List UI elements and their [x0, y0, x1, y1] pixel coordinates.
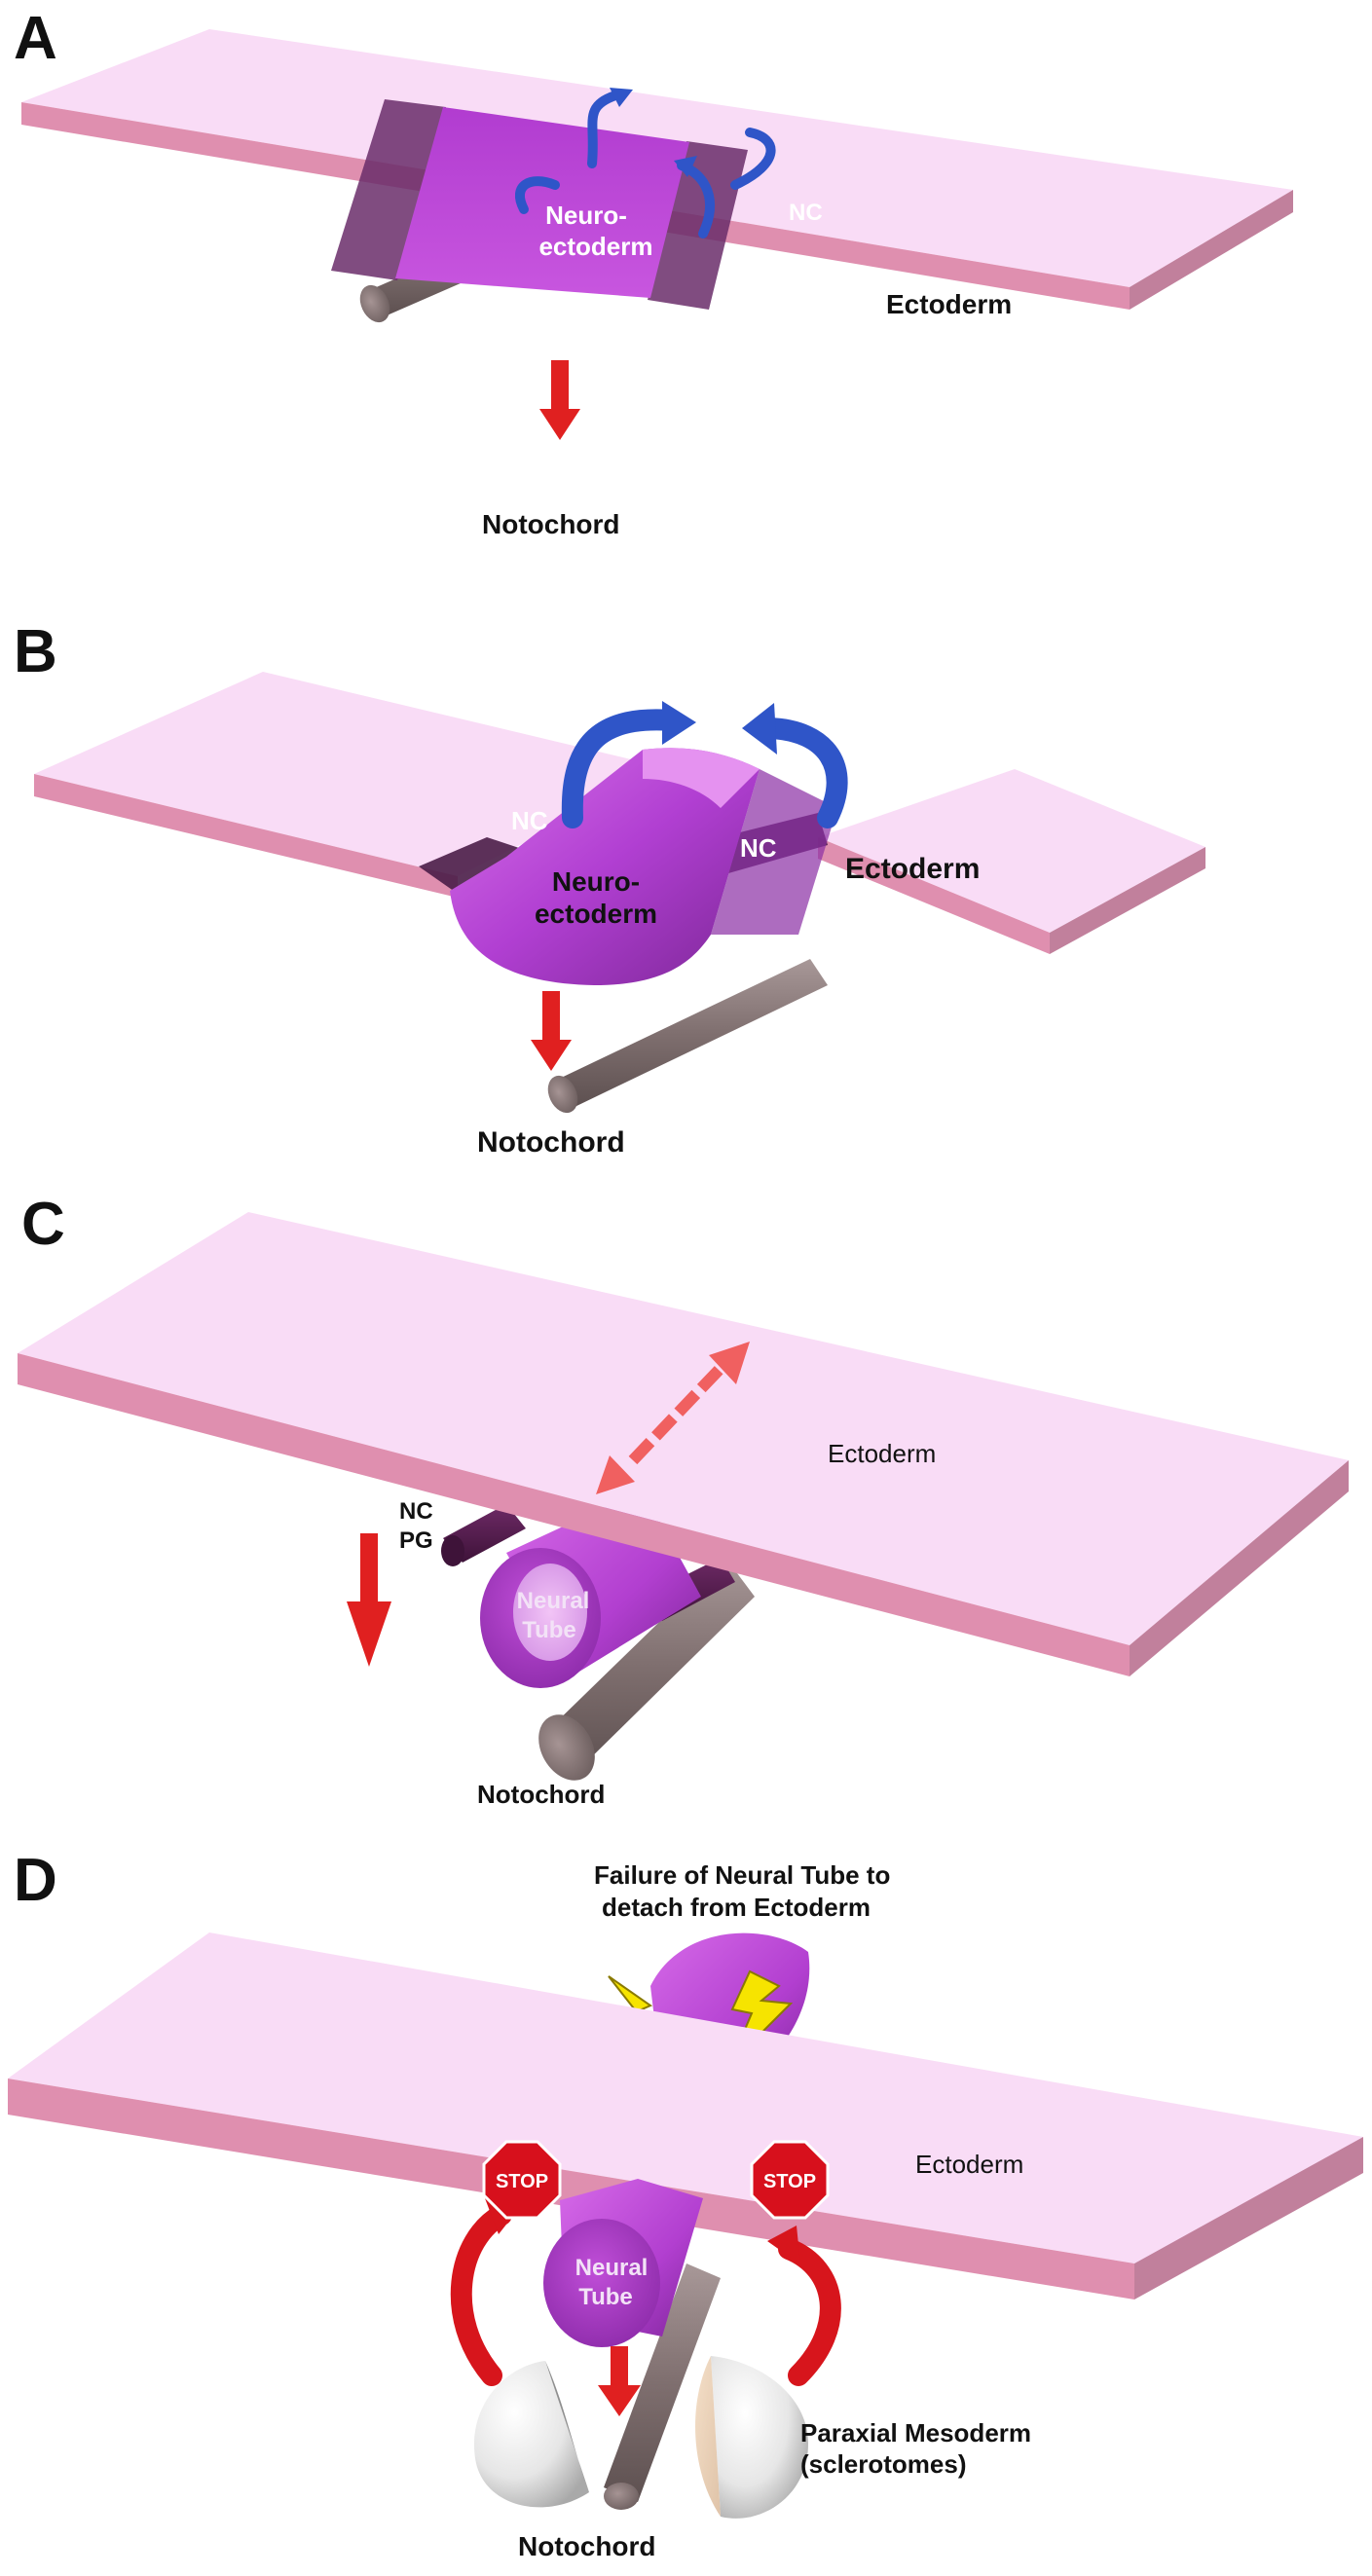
panel-b: B [14, 618, 1205, 1159]
movement-arrow-down [347, 1533, 391, 1667]
failure-label-line1: Failure of Neural Tube to [594, 1860, 890, 1890]
movement-arrow-down [531, 991, 572, 1071]
ectoderm-slab [8, 1932, 1363, 2300]
neural-tube-label-line1: Neural [575, 2255, 649, 2281]
ectoderm-label: Ectoderm [915, 2150, 1023, 2179]
neuroectoderm-label-line2: ectoderm [538, 232, 652, 261]
notochord-rod [547, 959, 828, 1114]
movement-arrow-down [598, 2346, 641, 2416]
neuroectoderm-label-line2: ectoderm [535, 899, 657, 929]
pg-label: PG [399, 1527, 433, 1554]
nc-label: NC [399, 1498, 433, 1525]
paraxial-mesoderm-label-line2: (sclerotomes) [800, 2449, 967, 2479]
failure-label-line2: detach from Ectoderm [602, 1893, 871, 1922]
nc-label: NC [789, 200, 823, 226]
ectoderm-label: Ectoderm [886, 289, 1012, 319]
panel-a: A Neuro- e [14, 5, 1293, 539]
panel-c: C [18, 1191, 1349, 1809]
notochord-label: Notochord [482, 509, 620, 539]
notochord-label: Notochord [477, 1126, 625, 1159]
panel-letter-b: B [14, 618, 57, 685]
neural-tube-label-line2: Tube [578, 2284, 633, 2310]
nc-label-right: NC [740, 833, 777, 863]
stop-label-left: STOP [496, 2171, 548, 2192]
panel-d: D Failure of Neural Tube to detach from … [8, 1847, 1363, 2561]
neuroectoderm-label-line1: Neuro- [545, 201, 627, 230]
nc-label-left: NC [511, 806, 548, 835]
notochord-rod [604, 2263, 721, 2510]
notochord-label: Notochord [518, 2531, 656, 2561]
neural-tube-label-line1: Neural [517, 1588, 590, 1614]
ectoderm-label: Ectoderm [828, 1439, 936, 1468]
neural-groove [450, 748, 837, 985]
ectoderm-label: Ectoderm [845, 853, 980, 885]
separation-double-arrow [596, 1342, 750, 1494]
morphogenetic-arrows [514, 88, 776, 239]
stop-sign-icon-right: STOP [750, 2140, 830, 2220]
neuroectoderm-label-line1: Neuro- [552, 866, 640, 897]
neural-tube [480, 1490, 701, 1688]
neural-crest-band-left [331, 99, 446, 280]
ectoderm-slab-left [34, 672, 672, 898]
panel-letter-d: D [14, 1847, 57, 1914]
neural-tube-label-line2: Tube [522, 1617, 576, 1643]
stop-label-right: STOP [763, 2171, 816, 2192]
notochord-rod [538, 1558, 755, 1781]
neural-tube [543, 2179, 703, 2347]
panel-letter-a: A [14, 5, 57, 72]
neuroectoderm-plate [395, 107, 689, 298]
paraxial-mesoderm-label-line1: Paraxial Mesoderm [800, 2418, 1031, 2447]
panel-letter-c: C [21, 1191, 65, 1258]
paraxial-mesoderm-sclerotomes [473, 2356, 808, 2519]
neural-crest-band-right [648, 141, 748, 310]
notochord-label: Notochord [477, 1780, 605, 1809]
ectoderm-slab [18, 1212, 1349, 1676]
movement-arrow-down [539, 360, 580, 440]
ectoderm-slab-right [818, 769, 1205, 954]
morphogenetic-arrows [561, 701, 848, 828]
stop-sign-icon-left: STOP [482, 2140, 562, 2220]
